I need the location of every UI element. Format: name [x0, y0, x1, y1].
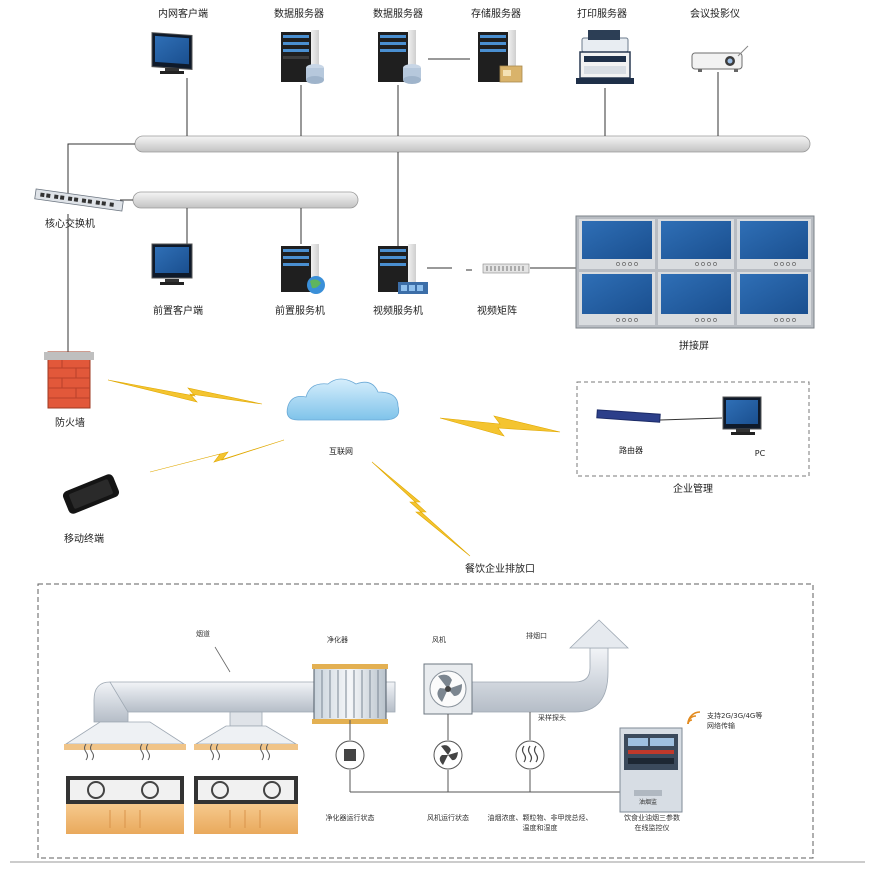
storage-server-icon: [478, 30, 523, 83]
projector-icon: [691, 45, 749, 72]
purifier-icon: [312, 664, 388, 724]
splice-screen-label: 拼接屏: [679, 341, 709, 352]
data-server-2-label: 数据服务器: [373, 9, 423, 20]
fan-label: 风机: [432, 636, 446, 644]
fan-status-sensor-icon: [433, 740, 463, 770]
internet-label: 互联网: [329, 447, 353, 456]
intranet-client-label: 内网客户端: [158, 9, 208, 20]
fan-icon: [423, 663, 473, 715]
secondary-bus: [132, 191, 359, 209]
pc-label: PC: [754, 449, 766, 458]
purifier-status-label: 净化器运行状态: [325, 814, 375, 822]
wireless-signal-icon: [687, 711, 701, 725]
storage-server-label: 存储服务器: [471, 9, 521, 20]
wireless-links: [107, 379, 561, 557]
front-client-computer-icon: [151, 243, 193, 285]
internet-cloud-icon: [286, 378, 400, 421]
sensor-lines: [349, 712, 620, 793]
lightning-enterprise-icon: [439, 415, 561, 437]
purifier-label: 净化器: [327, 636, 348, 644]
pollutant-sensor-icon: [515, 740, 545, 770]
main-backbone-bus: [134, 135, 811, 153]
connection-lines: [67, 58, 723, 421]
flue-leader: [214, 646, 231, 673]
print-server-label: 打印服务器: [577, 9, 627, 20]
firewall-icon: [44, 351, 94, 409]
pollutants-line-2: 温度和湿度: [522, 824, 558, 832]
data-server-1-label: 数据服务器: [274, 9, 324, 20]
splice-screen-wall-icon: [575, 215, 815, 329]
monitor-line-1: 饮食业油烟三参数: [624, 814, 680, 822]
network-line-2: 网络传输: [707, 722, 735, 730]
firewall-label: 防火墙: [55, 418, 85, 429]
emission-outlet-box: [37, 583, 814, 859]
router-icon: [596, 409, 661, 423]
core-switch-label: 核心交换机: [45, 219, 95, 230]
front-server-label: 前置服务机: [275, 306, 325, 317]
video-server-icon: [378, 244, 428, 294]
pollutants-line-1: 油烟浓度、颗粒物、非甲烷总烃、: [487, 814, 593, 822]
front-server-icon: [281, 244, 325, 294]
mobile-label: 移动终端: [64, 534, 104, 545]
purifier-status-sensor-icon: [335, 740, 365, 770]
lightning-outlet-icon: [371, 461, 471, 557]
pc-monitor-icon: [722, 396, 762, 435]
monitor-cabinet-icon: [619, 727, 683, 813]
stove-left-icon: [66, 743, 184, 834]
video-matrix-icon: [482, 263, 530, 274]
projector-label: 会议投影仪: [690, 9, 740, 20]
core-switch-icon: [34, 188, 124, 212]
router-label: 路由器: [619, 446, 643, 455]
probe-label: 采样探头: [538, 714, 566, 722]
mobile-phone-icon: [62, 474, 120, 514]
print-server-icon: [576, 30, 634, 84]
intranet-client-computer-icon: [151, 32, 193, 74]
fan-status-label: 风机运行状态: [427, 814, 469, 822]
lightning-mobile-icon: [149, 439, 285, 473]
monitor-brand-label: 油烟监: [638, 799, 658, 806]
monitor-line-2: 在线监控仪: [634, 824, 670, 832]
lightning-firewall-icon: [107, 379, 263, 405]
flue-label: 烟道: [196, 630, 210, 638]
front-client-label: 前置客户端: [153, 306, 203, 317]
enterprise-box: [576, 381, 810, 477]
stove-right-icon: [194, 743, 298, 834]
video-server-label: 视频服务机: [373, 306, 423, 317]
outlet-title: 餐饮企业排放口: [465, 564, 535, 575]
data-server-1-icon: [281, 30, 324, 84]
network-line-1: 支持2G/3G/4G等: [707, 712, 763, 720]
enterprise-title: 企业管理: [673, 484, 713, 495]
video-matrix-label: 视频矩阵: [477, 306, 517, 317]
data-server-2-icon: [378, 30, 421, 84]
exhaust-label: 排烟口: [526, 632, 547, 640]
